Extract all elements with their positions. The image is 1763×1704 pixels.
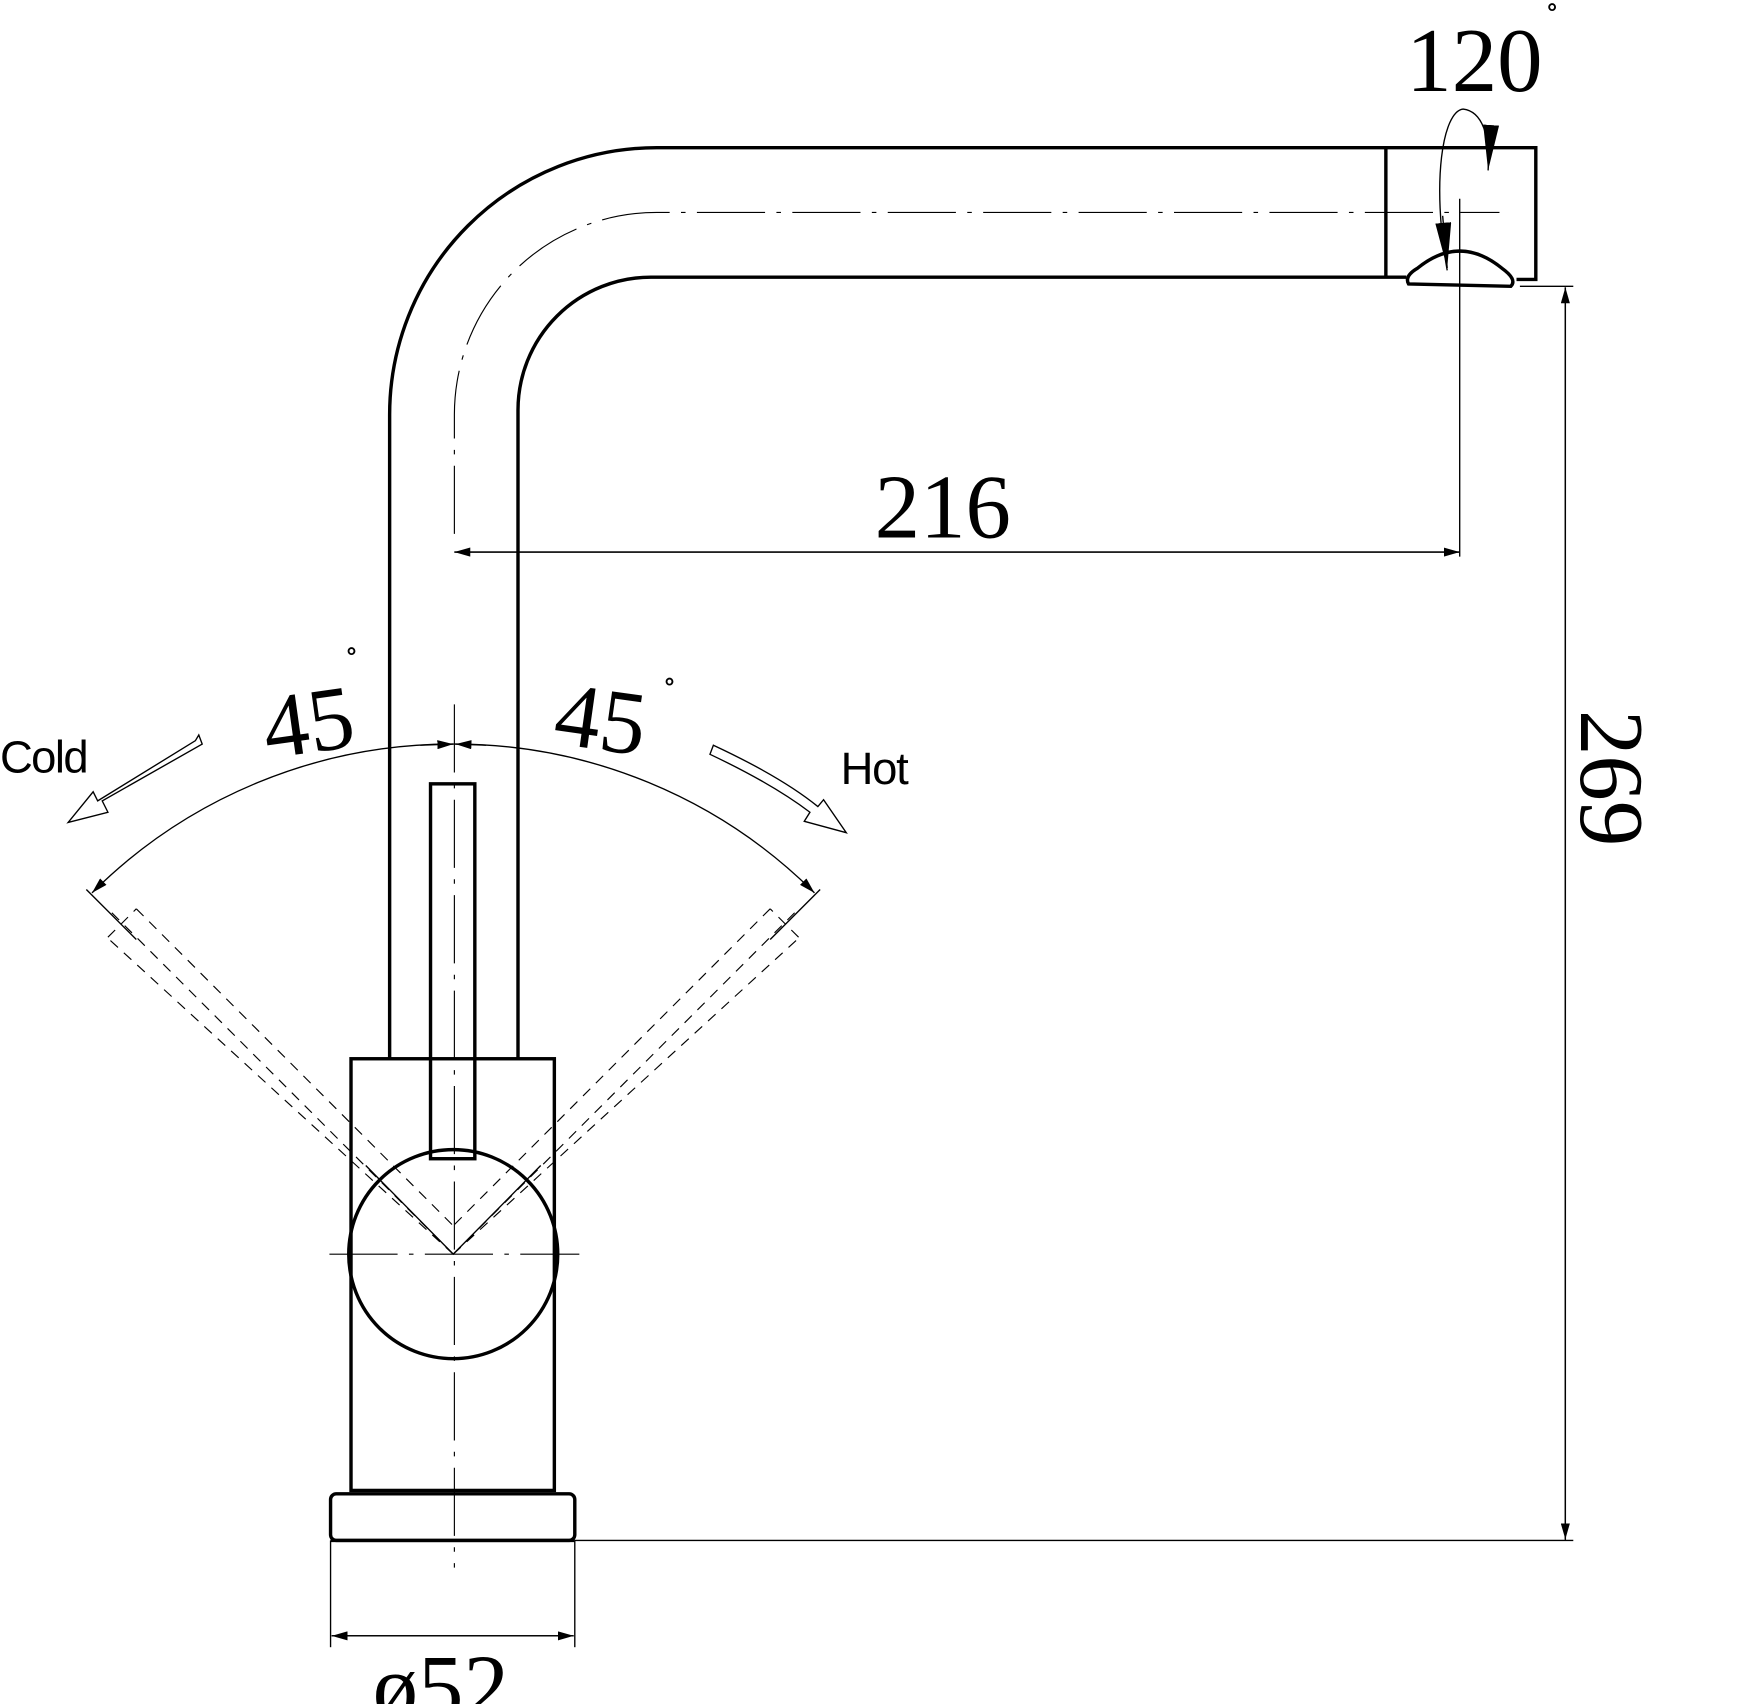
reach-value: 216 (875, 456, 1011, 557)
hot-angle-text: 45 (549, 663, 653, 776)
swivel-arrow (1435, 108, 1500, 557)
height-value: 269 (1561, 710, 1662, 846)
spout (387, 145, 1538, 1059)
degree-symbol: ° (665, 673, 675, 701)
cold-angle-text: 45 (256, 666, 360, 779)
hot-label: Hot (841, 743, 910, 794)
degree-symbol: ° (1547, 0, 1557, 26)
aerator (1405, 249, 1515, 288)
faucet-body (328, 1057, 577, 1543)
swivel-angle-value: 120 (1406, 10, 1542, 111)
cold-label: Cold (0, 731, 89, 782)
hot-arrow-icon (709, 744, 848, 834)
degree-symbol: ° (346, 643, 356, 671)
height-dimension (574, 285, 1574, 1542)
diameter-dimension (329, 1540, 576, 1648)
cold-arrow-icon (66, 733, 204, 824)
angle-dimension (85, 740, 821, 940)
handle (329, 704, 580, 1568)
diameter-value: ø52 (373, 1637, 509, 1704)
handle-alternate-positions (106, 908, 801, 1255)
